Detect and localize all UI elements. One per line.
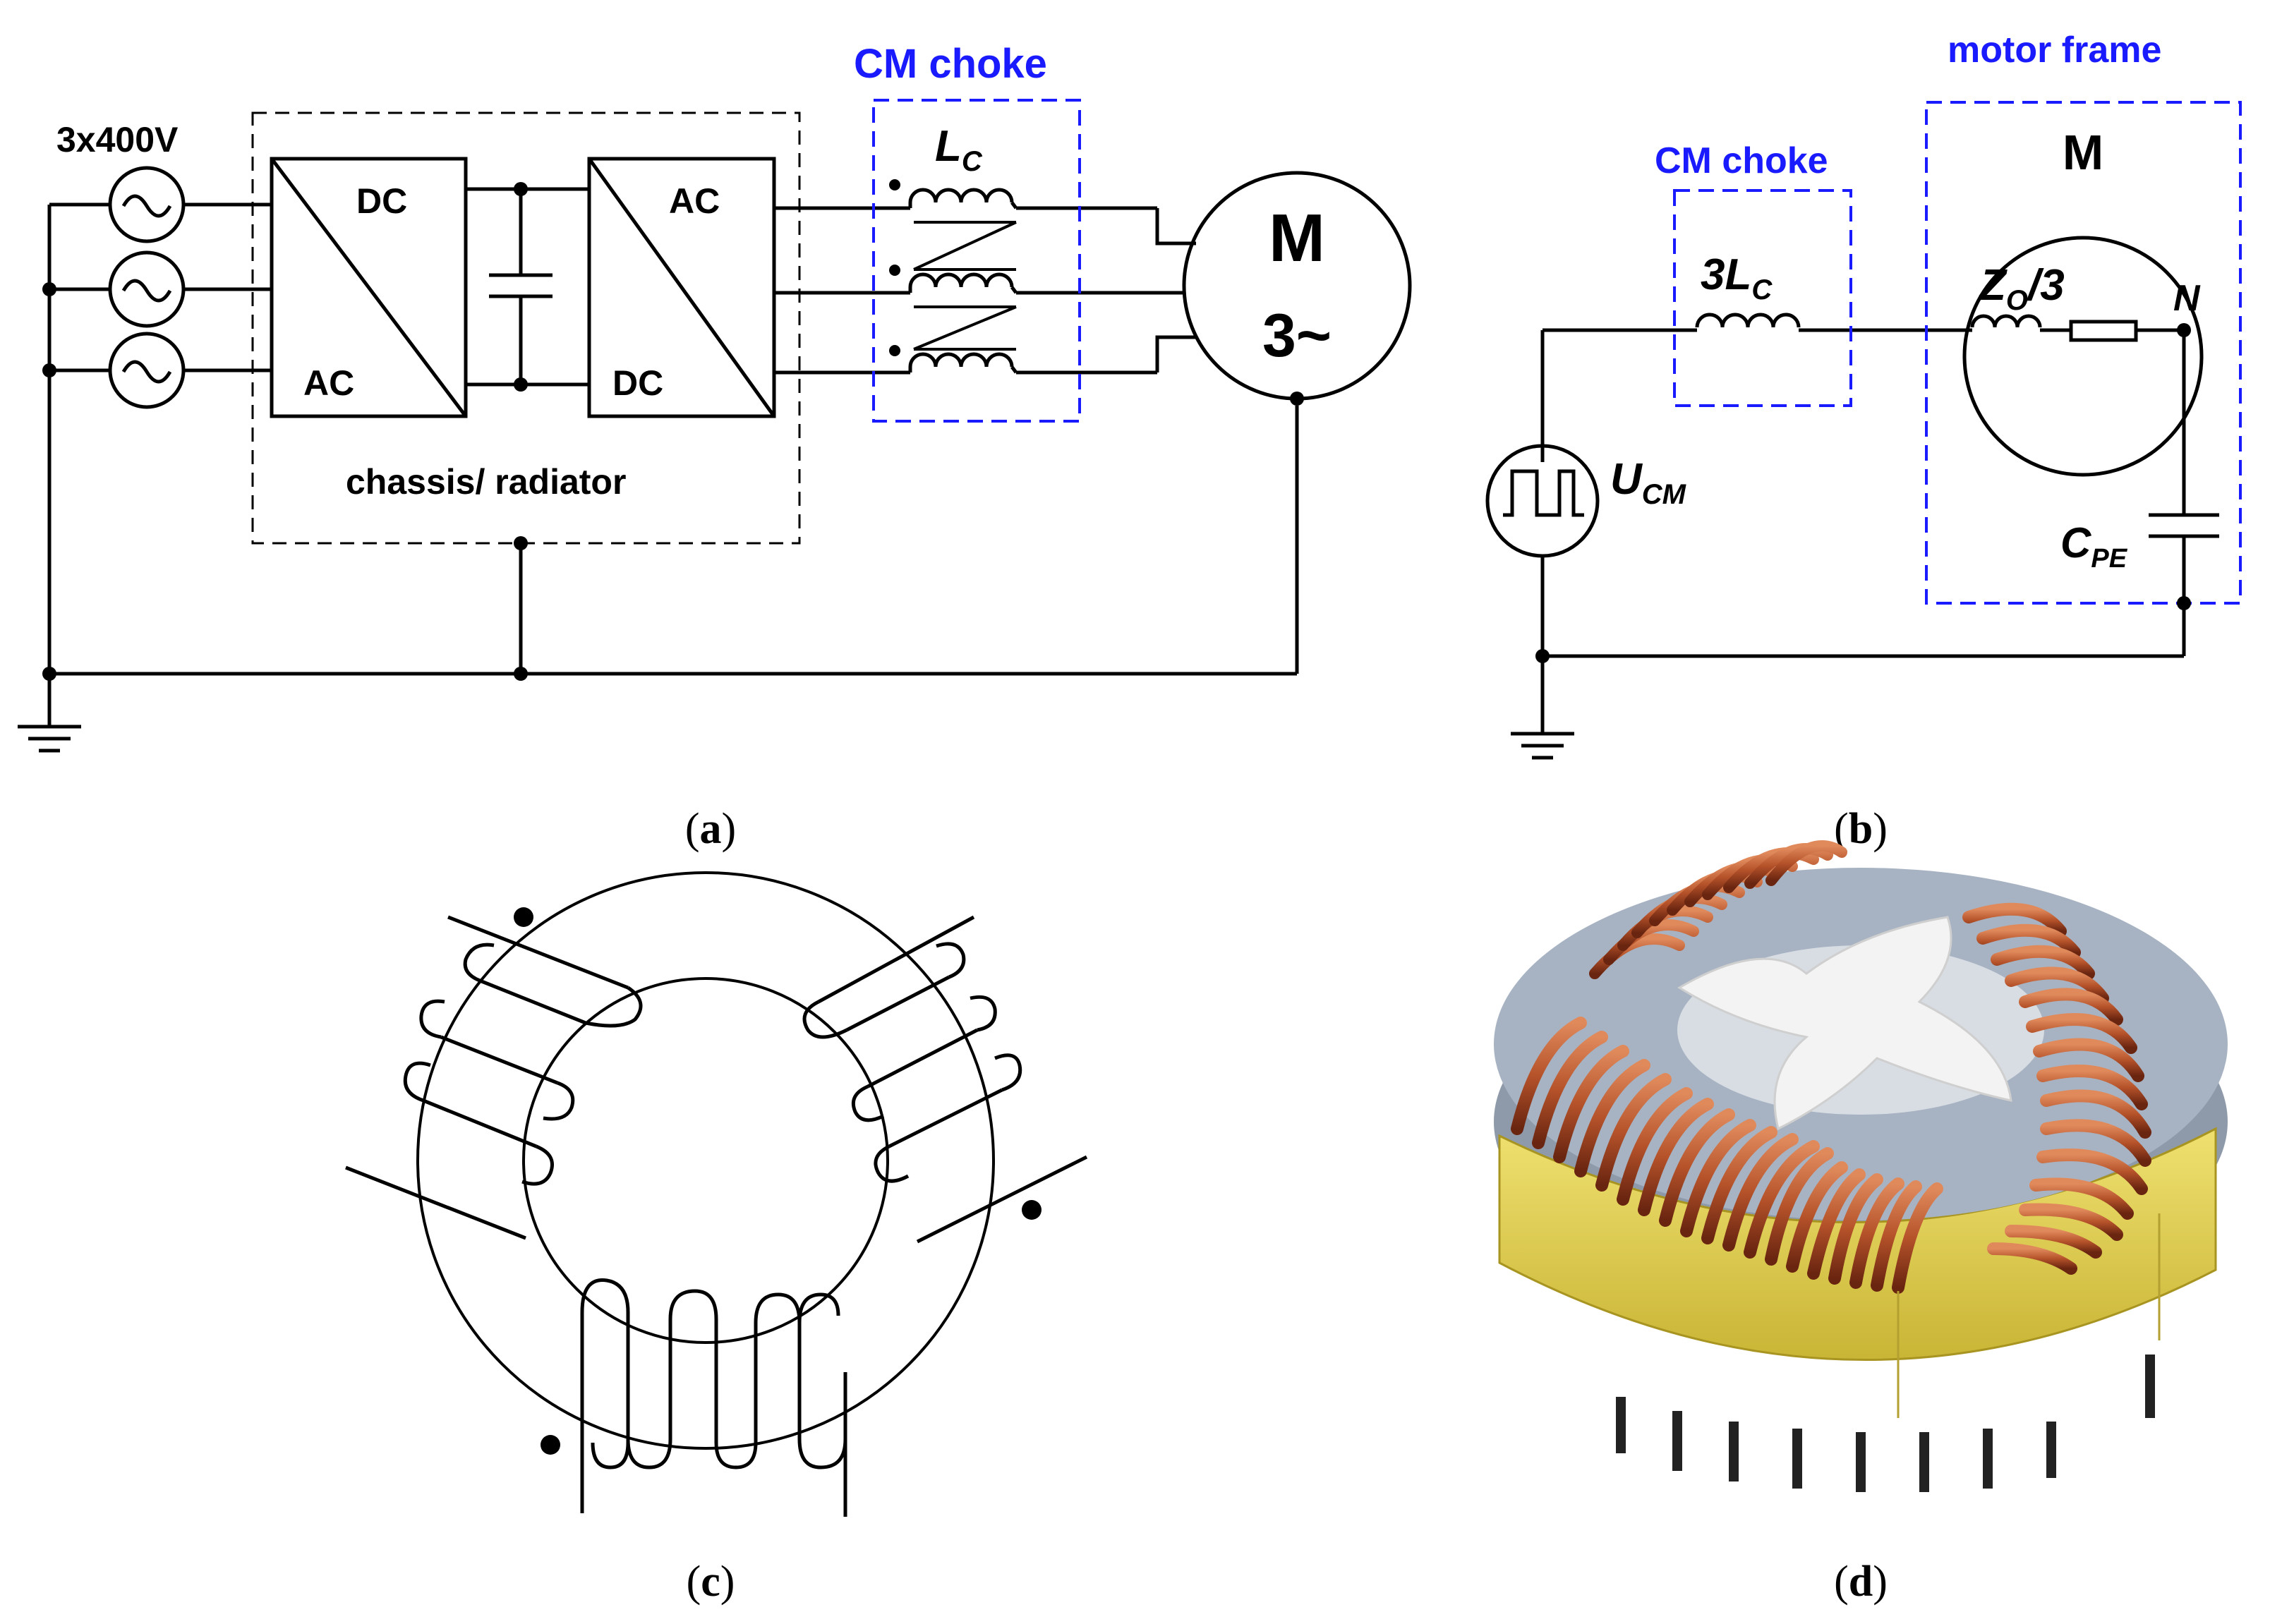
caption-c: (c) [687,1558,735,1606]
svg-text:M: M [1269,200,1325,276]
caption-a: (a) [685,805,736,853]
motor-frame-title: motor frame [1948,30,2161,71]
motor-frame-box [1925,101,2242,605]
copper-winding-left [1511,1017,1943,1294]
source-label: UCM [1610,455,1687,510]
parasitic-capacitor [2149,513,2219,538]
ac-source-2 [108,250,186,328]
svg-text:AC: AC [669,181,720,221]
caption-b: (b) [1834,805,1888,853]
svg-text:AC: AC [303,363,354,403]
rectifier-block: DC AC [270,157,468,418]
motor-circle-b [1962,236,2204,477]
copper-winding-right [1962,902,2151,1275]
cm-choke-box-a [872,99,1081,423]
winding-right [802,915,1088,1244]
cm-choke-coil-b [1695,313,1801,328]
inductor-label-a: LC [935,122,983,177]
inverter-block: AC DC [587,157,776,418]
cm-choke-title-b: CM choke [1655,140,1828,181]
panel-d-choke-photo [1494,840,2228,1492]
motor-impedance-inductor [1970,314,2042,328]
panel-b-circuit: UCM 3LC CM choke motor frame M ZO/3 N CP… [1485,30,2242,760]
cm-choke-title-a: CM choke [854,41,1047,87]
earth-symbol-b [1511,732,1574,760]
impedance-label: ZO/3 [1978,261,2065,316]
supply-voltage-label: 3x400V [56,120,179,159]
earth-symbol-a [18,713,81,753]
svg-text:3~: 3~ [1262,302,1332,370]
plastic-separator [1677,916,2012,1131]
panel-a-circuit: 3x400V chassis/ radiator DC AC A [18,41,1412,753]
motor-impedance-resistor [2069,320,2138,342]
cap-label: CPE [2060,519,2128,574]
inductor-label-b: 3LC [1701,250,1773,305]
cm-voltage-source [1485,444,1600,558]
cm-choke-coils-a [889,179,1018,374]
choke-pins [1616,1355,2155,1492]
winding-bottom [541,1278,847,1517]
panel-c-toroid-drawing [345,871,1088,1517]
svg-text:DC: DC [612,363,663,403]
caption-d: (d) [1834,1558,1888,1606]
copper-winding-back [1589,840,1847,979]
svg-text:DC: DC [356,181,407,221]
dc-link-capacitor [489,189,553,384]
toroid-inner-ring [522,977,889,1344]
motor-label-b: M [2063,125,2103,180]
toroid-outer-ring [416,871,995,1450]
ac-source-3 [108,332,186,409]
cm-choke-box-b [1673,189,1852,407]
tape-fold-lines [1897,1213,2161,1418]
motor-a: M 3~ [1182,171,1412,401]
neutral-label: N [2173,278,2201,319]
winding-left [345,907,643,1240]
ac-source-1 [108,166,186,243]
chassis-label: chassis/ radiator [346,462,626,502]
